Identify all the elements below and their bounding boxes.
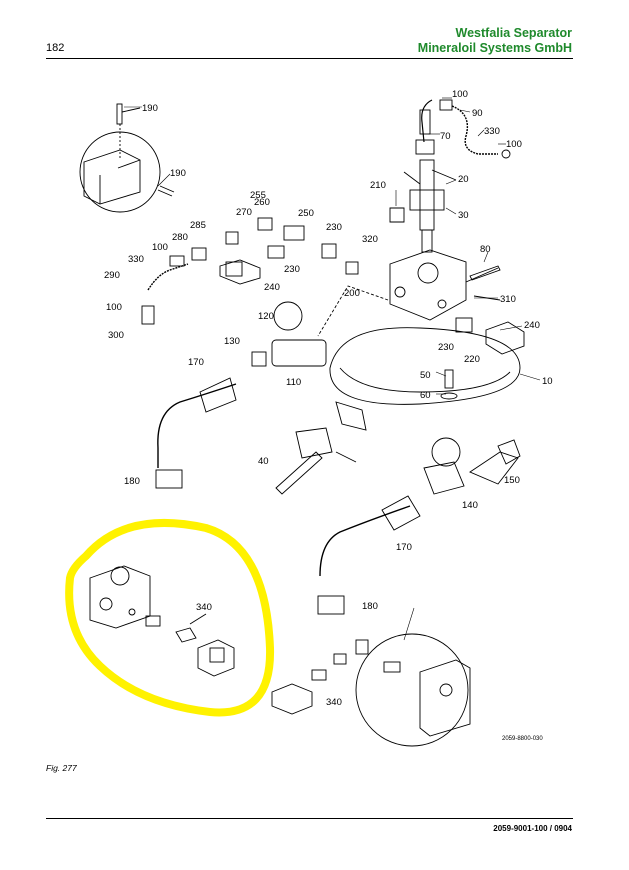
callout-300: 300	[108, 330, 124, 341]
drawing-number: 2059-8800-030	[502, 736, 543, 742]
callout-100b: 100	[506, 139, 522, 150]
callout-100d: 100	[106, 302, 122, 313]
callout-100a: 100	[452, 89, 468, 100]
callout-70: 70	[440, 131, 451, 142]
callout-60: 60	[420, 390, 431, 401]
callout-50: 50	[420, 370, 431, 381]
callout-260: 260	[254, 197, 270, 208]
header-rule	[46, 58, 573, 59]
callout-200: 200	[344, 288, 360, 299]
callout-250: 250	[298, 208, 314, 219]
callout-90: 90	[472, 108, 483, 119]
callout-340-highlighted: 340	[196, 602, 212, 613]
callout-140: 140	[462, 500, 478, 511]
callout-30: 30	[458, 210, 469, 221]
figure-caption: Fig. 277	[46, 763, 77, 773]
highlight-marker	[65, 519, 275, 717]
callout-230c: 230	[438, 342, 454, 353]
callout-270: 270	[236, 207, 252, 218]
callout-40: 40	[258, 456, 269, 467]
callout-230b: 230	[284, 264, 300, 275]
callout-180b: 180	[362, 601, 378, 612]
callout-230a: 230	[326, 222, 342, 233]
callout-240b: 240	[524, 320, 540, 331]
callout-290: 290	[104, 270, 120, 281]
callout-330b: 330	[128, 254, 144, 265]
callout-170b: 170	[396, 542, 412, 553]
callout-110: 110	[286, 377, 301, 388]
callout-190a: 190	[142, 103, 158, 114]
callout-240a: 240	[264, 282, 280, 293]
callout-180a: 180	[124, 476, 140, 487]
footer-rule	[46, 818, 573, 819]
callout-labels: 190 190 100 90 70 330 100 210 20 30 270 …	[104, 89, 553, 742]
company-name: Westfalia Separator Mineraloil Systems G…	[418, 26, 572, 56]
document-number: 2059-9001-100 / 0904	[493, 824, 572, 833]
callout-20: 20	[458, 174, 469, 185]
callout-330a: 330	[484, 126, 500, 137]
company-line-2: Mineraloil Systems GmbH	[417, 41, 572, 55]
callout-310: 310	[500, 294, 516, 305]
callout-220: 220	[464, 354, 480, 365]
callout-285: 285	[190, 220, 206, 231]
callout-170a: 170	[188, 357, 204, 368]
company-line-1: Westfalia Separator	[455, 26, 572, 40]
callout-190b: 190	[170, 168, 186, 179]
callout-210: 210	[370, 180, 386, 191]
detail-circle-bottom	[355, 633, 469, 747]
callout-280: 280	[172, 232, 188, 243]
callout-80: 80	[480, 244, 491, 255]
callout-130: 130	[224, 336, 240, 347]
callout-120: 120	[258, 311, 274, 322]
callout-340b: 340	[326, 697, 342, 708]
page-number: 182	[46, 42, 65, 54]
callout-320: 320	[362, 234, 378, 245]
callout-150: 150	[504, 475, 520, 486]
callout-10: 10	[542, 376, 553, 387]
callout-255: 255	[250, 190, 266, 201]
callout-100c: 100	[152, 242, 168, 253]
